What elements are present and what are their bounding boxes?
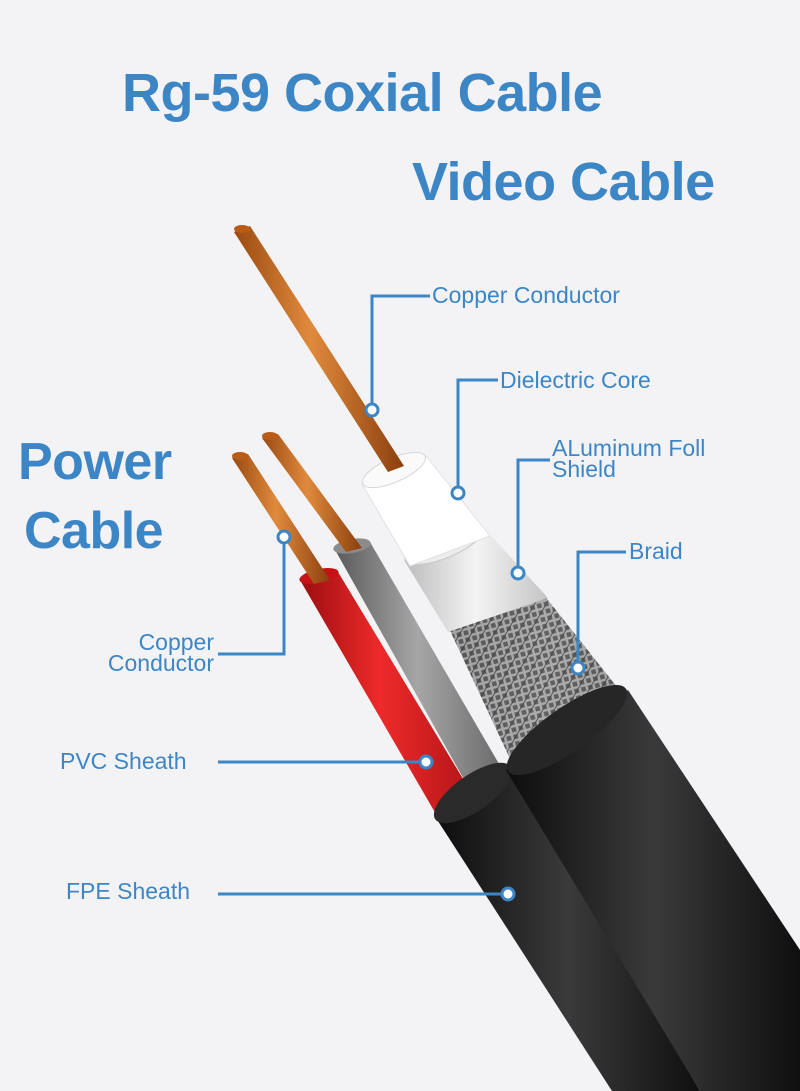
- label-aluminum-foil-shield: ALuminum Foll Shield: [552, 435, 706, 482]
- coax-black-sheath: [506, 690, 800, 1091]
- power-copper-wire-1: [232, 454, 330, 584]
- label-copper-conductor-video: Copper Conductor: [432, 282, 620, 308]
- power-black-sheath: [436, 768, 700, 1091]
- main-title: Rg-59 Coxial Cable: [122, 63, 603, 123]
- label-copper-conductor-power: Copper Conductor: [70, 629, 214, 676]
- fpe-sheath-body: [433, 684, 800, 1091]
- label-pvc-sheath: PVC Sheath: [60, 748, 187, 774]
- video-copper-conductor: [234, 226, 404, 472]
- dot-foil: [510, 565, 526, 581]
- power-copper-end-1: [232, 452, 248, 460]
- leader-braid: [576, 550, 626, 668]
- label-fpe-sheath: FPE Sheath: [66, 878, 191, 904]
- label-braid: Braid: [629, 538, 683, 564]
- label-dielectric-core: Dielectric Core: [500, 367, 651, 393]
- video-copper-end: [234, 225, 250, 233]
- callout-dots: [276, 402, 586, 902]
- label-aluminum-foil-line-2: Shield: [552, 456, 616, 482]
- power-cable-title: Power Cable: [18, 428, 172, 565]
- coax-sheath-end: [506, 684, 628, 776]
- dot-dielectric: [450, 485, 466, 501]
- power-copper-wire-2: [262, 434, 362, 552]
- power-cable-title-line-1: Power: [18, 433, 172, 491]
- leader-copper-power: [218, 537, 286, 656]
- label-copper-power-line-2: Conductor: [107, 650, 214, 676]
- dot-braid: [570, 660, 586, 676]
- video-cable-title: Video Cable: [412, 152, 715, 212]
- leader-foil: [516, 458, 550, 573]
- leader-copper-video: [370, 294, 430, 410]
- label-copper-power-line-1: Copper: [138, 629, 214, 655]
- power-cable: [232, 432, 520, 852]
- leader-dielectric: [456, 378, 498, 493]
- power-cable-title-line-2: Cable: [24, 501, 164, 560]
- dot-copper-video: [364, 402, 380, 418]
- dot-copper-power: [276, 529, 292, 545]
- power-sheath-end: [433, 762, 513, 824]
- power-copper-end-2: [262, 432, 278, 440]
- red-insulation: [300, 572, 500, 852]
- label-aluminum-foil-line-1: ALuminum Foll: [552, 435, 706, 461]
- dot-pvc: [418, 754, 434, 770]
- callout-lines: [218, 294, 626, 896]
- grey-insulation: [334, 542, 520, 808]
- dot-fpe: [500, 886, 516, 902]
